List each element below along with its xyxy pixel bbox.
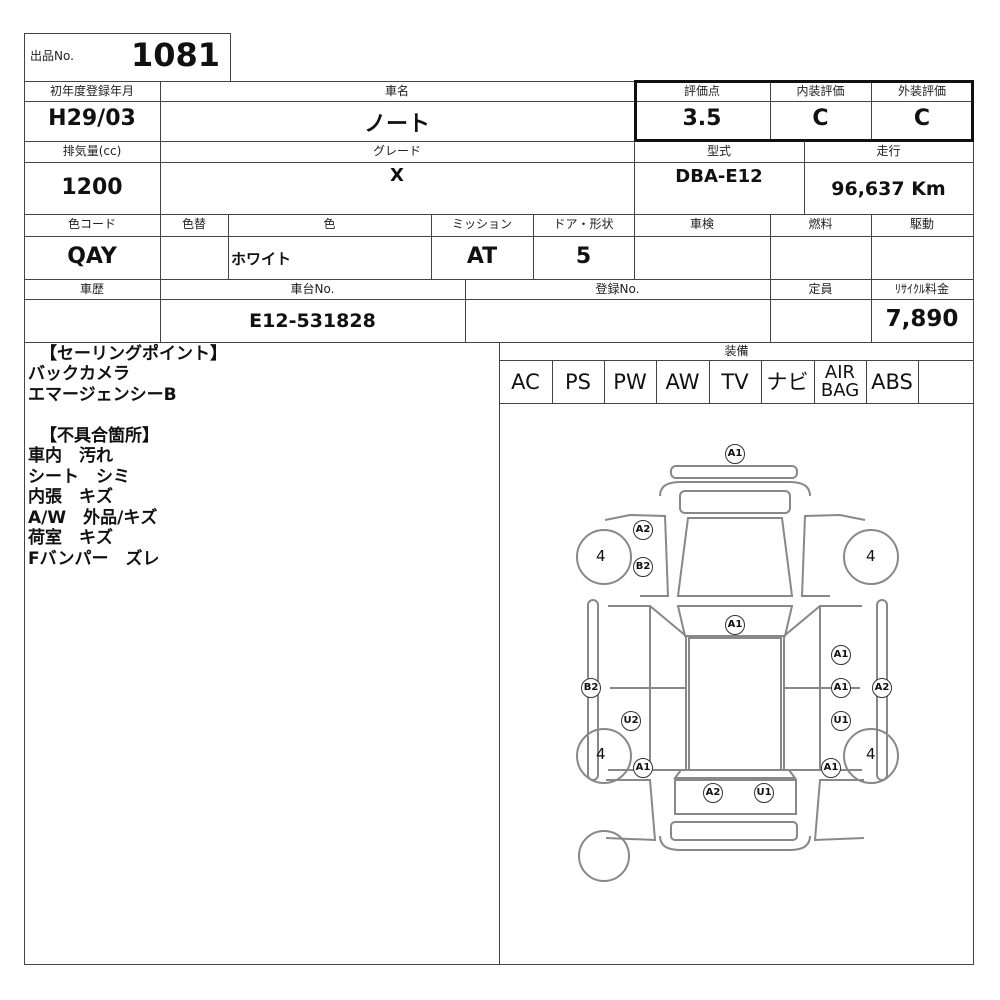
color-code-label: 色コード: [67, 217, 116, 231]
interior-grade-label: 内装評価: [796, 84, 845, 98]
defect-item: Fバンパー ズレ: [28, 549, 160, 569]
damage-code-marker: A2: [703, 783, 723, 803]
equipment-navi: ナビ: [766, 370, 809, 394]
selling-point-item: エマージェンシーB: [28, 385, 177, 405]
fuel-label: 燃料: [808, 217, 833, 231]
selling-points-header: 【セーリングポイント】: [40, 344, 227, 364]
exterior-grade-value: C: [913, 106, 931, 131]
displacement-value: 1200: [61, 175, 123, 200]
tire-rear-left-mark: 4: [596, 745, 606, 763]
interior-grade-value: C: [812, 106, 829, 131]
damage-code-marker: A1: [633, 758, 653, 778]
grade-label: グレード: [372, 144, 421, 158]
model-code-value: DBA-E12: [675, 166, 763, 187]
grade-value: X: [390, 165, 404, 186]
first-registration-label: 初年度登録年月: [49, 84, 134, 98]
chassis-number-value: E12-531828: [249, 310, 376, 332]
recycle-fee-value: 7,890: [885, 306, 959, 332]
defects-header: 【不具合箇所】: [40, 426, 159, 446]
equipment-ps: PS: [565, 370, 591, 394]
first-registration-value: H29/03: [48, 106, 136, 131]
repaint-label: 色替: [181, 217, 206, 231]
defect-item: 内張 キズ: [28, 487, 113, 507]
damage-code-marker: A2: [872, 678, 892, 698]
capacity-label: 定員: [808, 282, 833, 296]
selling-point-item: バックカメラ: [28, 364, 130, 384]
displacement-label: 排気量(cc): [62, 144, 122, 158]
tire-rear-right-mark: 4: [866, 745, 876, 763]
equipment-pw: PW: [613, 370, 647, 394]
damage-code-marker: U2: [621, 711, 641, 731]
transmission-label: ミッション: [451, 217, 512, 231]
tire-front-right-mark: 4: [866, 547, 876, 565]
defect-item: 荷室 キズ: [28, 528, 113, 548]
equipment-abs: ABS: [871, 370, 913, 394]
color-label: 色: [323, 217, 336, 231]
damage-code-marker: B2: [633, 557, 653, 577]
exterior-grade-label: 外装評価: [897, 84, 946, 98]
defect-item: シート シミ: [28, 467, 130, 487]
equipment-aw: AW: [665, 370, 700, 394]
damage-code-marker: U1: [831, 711, 851, 731]
lot-label: 出品No.: [30, 49, 74, 63]
transmission-value: AT: [466, 244, 498, 269]
car-name-value: ノート: [363, 112, 430, 137]
damage-code-marker: B2: [581, 678, 601, 698]
damage-code-marker: A1: [821, 758, 841, 778]
damage-code-marker: U1: [754, 783, 774, 803]
color-value: ホワイト: [231, 250, 292, 268]
score-label: 評価点: [683, 84, 720, 98]
car-name-label: 車名: [384, 84, 409, 98]
history-label: 車歴: [79, 282, 104, 296]
chassis-number-label: 車台No.: [290, 282, 335, 296]
equipment-label: 装備: [724, 344, 749, 358]
door-shape-value: 5: [575, 244, 592, 269]
registration-number-label: 登録No.: [595, 282, 640, 296]
mileage-label: 走行: [876, 144, 901, 158]
damage-code-marker: A1: [831, 678, 851, 698]
equipment-ac: AC: [511, 370, 540, 394]
mileage-value: 96,637 Km: [831, 178, 946, 200]
damage-code-marker: A2: [633, 520, 653, 540]
defect-item: A/W 外品/キズ: [28, 508, 158, 528]
damage-code-marker: A1: [725, 615, 745, 635]
defect-item: 車内 汚れ: [28, 446, 113, 466]
tire-front-left-mark: 4: [596, 547, 606, 565]
damage-code-marker: A1: [725, 444, 745, 464]
door-shape-label: ドア・形状: [553, 217, 614, 231]
damage-code-marker: A1: [831, 645, 851, 665]
equipment-airbag: AIR BAG: [820, 362, 860, 401]
drive-label: 駆動: [909, 217, 934, 231]
color-code-value: QAY: [67, 244, 117, 269]
score-value: 3.5: [682, 106, 722, 131]
inspection-label: 車検: [689, 217, 714, 231]
equipment-tv: TV: [721, 370, 749, 394]
model-code-label: 型式: [706, 144, 731, 158]
lot-number: 1081: [130, 36, 220, 74]
recycle-fee-label: ﾘｻｲｸﾙ料金: [894, 282, 949, 296]
